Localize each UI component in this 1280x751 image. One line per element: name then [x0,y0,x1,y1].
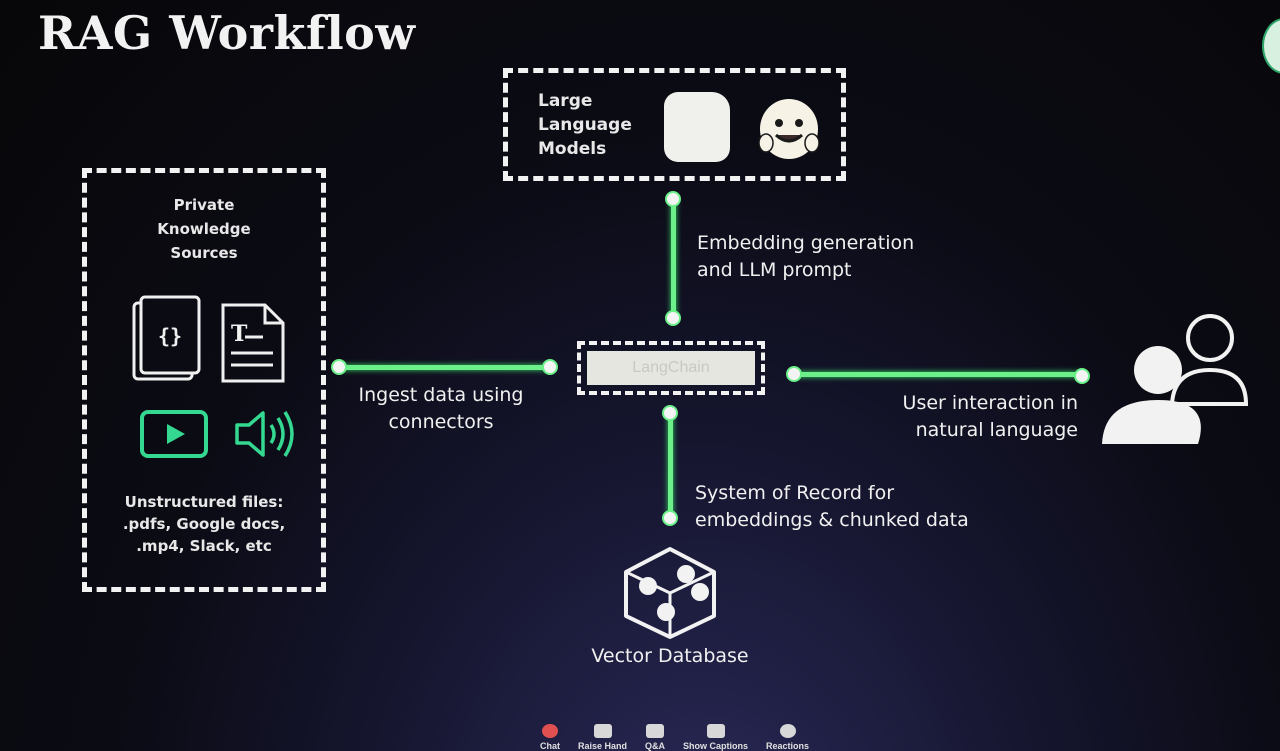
embedding-connector-top-dot [665,191,681,207]
slide-title: RAG Workflow [38,6,416,60]
record-connector-line [668,412,673,518]
chat-label: Chat [540,741,560,751]
qa-label: Q&A [645,741,666,751]
meeting-toolbar: Chat Raise Hand Q&A Show Captions Reacti… [540,714,880,751]
embedding-connector-line [671,198,676,318]
vector-database-cube-icon [624,547,716,639]
raise-hand-button[interactable]: Raise Hand [578,724,627,751]
qa-icon [646,724,665,738]
record-connector-bottom-dot [662,510,678,526]
ingest-label: Ingest data using connectors [358,384,524,433]
knowledge-sources-title: Private Knowledge Sources [157,196,251,262]
json-file-icon: {} [132,295,201,381]
qa-button[interactable]: Q&A [645,724,665,751]
reactions-label: Reactions [766,741,810,751]
chat-icon [542,724,558,738]
ingest-connector-line [340,365,550,370]
llm-box: Large Language Models [503,68,846,181]
hugging-face-icon [758,99,820,159]
raise-hand-label: Raise Hand [578,741,628,751]
system-of-record-label: System of Record for embeddings & chunke… [695,482,969,531]
record-connector-top-dot [662,405,678,421]
svg-text:{}: {} [158,324,182,348]
show-captions-button[interactable]: Show Captions [683,724,748,751]
langchain-hub: LangChain [577,341,765,395]
embedding-connector-bottom-dot [665,310,681,326]
openai-logo-icon [664,92,730,162]
ingest-connector-end-dot [542,359,558,375]
llm-label: Large Language Models [538,91,632,159]
unstructured-files-caption: Unstructured files: .pdfs, Google docs, … [122,493,286,555]
user-connector-end-dot [1074,368,1090,384]
text-file-icon: T [221,303,285,383]
vector-database-label: Vector Database [591,645,749,667]
user-connector-line [795,372,1083,377]
hand-icon [593,724,612,738]
presenter-avatar [1262,18,1280,74]
show-captions-label: Show Captions [683,741,749,751]
reactions-icon [779,724,796,738]
embedding-label: Embedding generation and LLM prompt [697,232,915,281]
speaker-icon [235,411,294,457]
video-play-icon [140,410,208,458]
users-icon [1102,314,1249,444]
captions-icon [706,724,725,738]
chat-button[interactable]: Chat [540,724,560,751]
knowledge-sources-box: Private Knowledge Sources {} T Unstructu… [82,168,326,592]
langchain-logo: LangChain [587,351,755,385]
user-interaction-label: User interaction in natural language [902,392,1078,441]
ingest-connector-start-dot [331,359,347,375]
user-connector-start-dot [786,366,802,382]
reactions-button[interactable]: Reactions [766,724,809,751]
svg-text:T: T [231,321,248,347]
